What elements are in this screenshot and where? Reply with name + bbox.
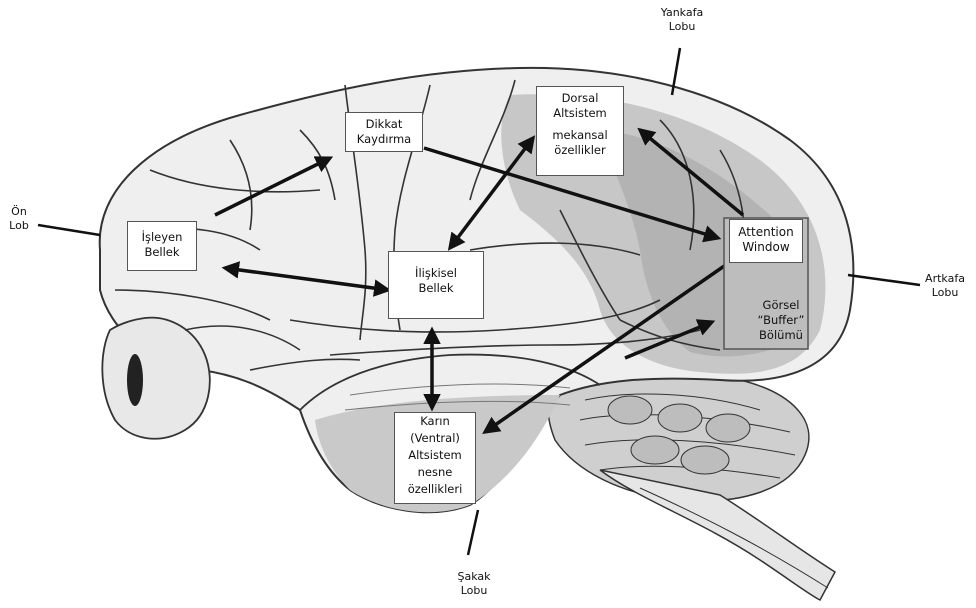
dorsal-line-2: Altsistem <box>540 106 620 121</box>
working-memory-line-2: Bellek <box>131 245 193 260</box>
dorsal-subsystem-box: Dorsal Altsistem mekansal özellikler <box>536 86 624 176</box>
working-memory-box: İşleyen Bellek <box>127 221 197 271</box>
temporal-lobe-label: Şakak Lobu <box>446 570 502 598</box>
ventral-line-1: Karın <box>398 413 472 430</box>
ventral-line-3: Altsistem <box>398 447 472 464</box>
visual-buffer-line-1: Görsel <box>752 298 810 313</box>
associative-memory-line-2: Bellek <box>392 281 480 296</box>
dorsal-line-1: Dorsal <box>540 91 620 106</box>
attention-window-line-2: Window <box>733 240 799 255</box>
occipital-lobe-label: Artkafa Lobu <box>918 272 972 300</box>
visual-buffer-line-2: “Buffer” <box>752 313 810 328</box>
ventral-line-4: nesne <box>398 464 472 481</box>
working-memory-line-1: İşleyen <box>131 230 193 245</box>
temporal-lobe-label-line-2: Lobu <box>446 584 502 598</box>
occipital-lobe-label-line-2: Lobu <box>918 286 972 300</box>
dorsal-line-4: özellikler <box>540 143 620 158</box>
ventral-line-2: (Ventral) <box>398 430 472 447</box>
attention-shift-line-2: Kaydırma <box>349 132 419 147</box>
parietal-lobe-label-line-2: Lobu <box>652 20 712 34</box>
attention-shift-box: Dikkat Kaydırma <box>345 112 423 152</box>
associative-memory-box: İlişkisel Bellek <box>388 251 484 319</box>
visual-buffer-label: Görsel “Buffer” Bölümü <box>752 298 810 343</box>
temporal-lobe-label-line-1: Şakak <box>446 570 502 584</box>
ventral-line-5: özellikleri <box>398 481 472 498</box>
frontal-lobe-label-line-2: Lob <box>4 219 34 233</box>
dorsal-line-3: mekansal <box>540 128 620 143</box>
frontal-lobe-label: Ön Lob <box>4 205 34 233</box>
ventral-subsystem-box: Karın (Ventral) Altsistem nesne özellikl… <box>394 412 476 504</box>
attention-shift-line-1: Dikkat <box>349 117 419 132</box>
occipital-lobe-label-line-1: Artkafa <box>918 272 972 286</box>
frontal-lobe-label-line-1: Ön <box>4 205 34 219</box>
attention-window-line-1: Attention <box>733 225 799 240</box>
associative-memory-line-1: İlişkisel <box>392 266 480 281</box>
parietal-lobe-label-line-1: Yankafa <box>652 6 712 20</box>
attention-window-box: Attention Window <box>729 219 803 263</box>
visual-buffer-line-3: Bölümü <box>752 328 810 343</box>
parietal-lobe-label: Yankafa Lobu <box>652 6 712 34</box>
